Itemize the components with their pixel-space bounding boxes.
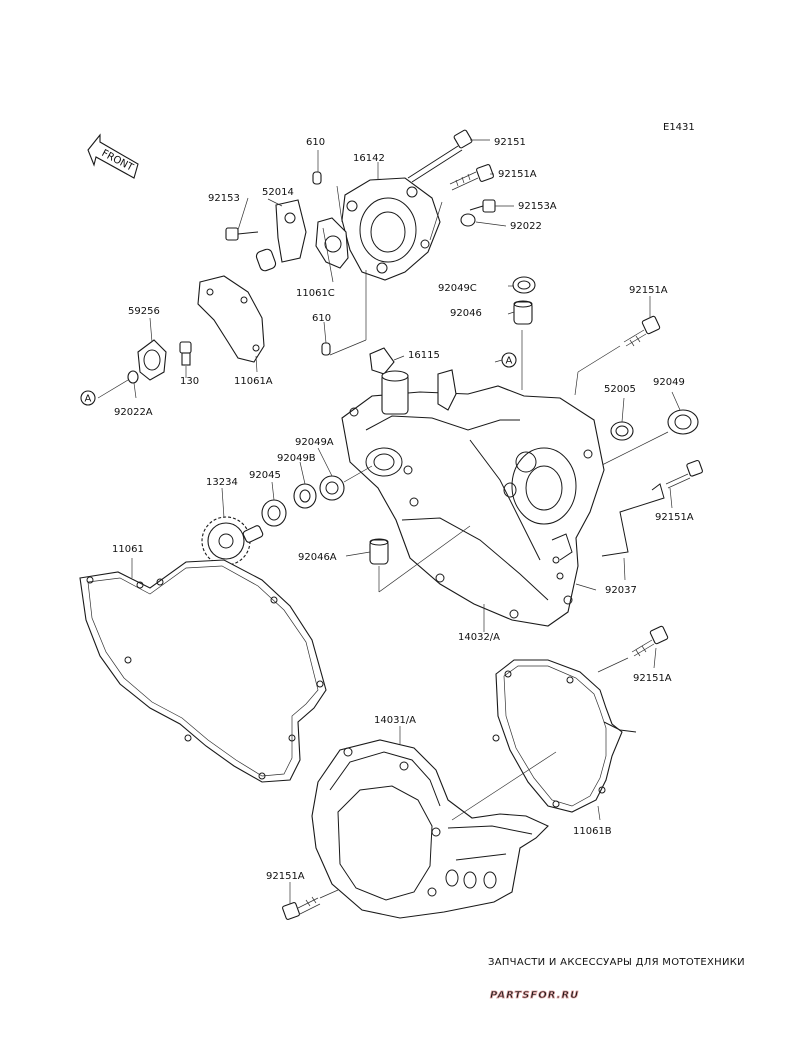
label-92045: 92045 — [249, 470, 281, 481]
reference-marker-a-right: A — [501, 352, 517, 368]
water-pump-cover-part — [341, 177, 441, 281]
oil-seal-92049-part — [667, 409, 699, 435]
bearing-92045-part — [261, 499, 287, 527]
leader-lines-impeller — [97, 317, 187, 399]
label-92151a-3: 92151A — [655, 512, 694, 523]
gasket-11061-part — [79, 559, 327, 783]
label-92153: 92153 — [208, 193, 240, 204]
leader-lines-shaft — [221, 447, 333, 519]
gasket-11061b-holes — [492, 670, 606, 808]
bolt-92153a-part — [469, 199, 496, 213]
washer-92022a-part — [127, 370, 139, 384]
clip-92037-part — [601, 483, 665, 557]
label-11061a: 11061A — [234, 376, 273, 387]
label-92046: 92046 — [450, 308, 482, 319]
label-11061c: 11061C — [296, 288, 335, 299]
label-92151a-5: 92151A — [266, 871, 305, 882]
bolt-92151a-upper-right-part — [623, 315, 661, 347]
label-92037: 92037 — [605, 585, 637, 596]
label-92153a: 92153A — [518, 201, 557, 212]
part-labels: 92151 610 16142 92151A 92153 52014 92153… — [112, 137, 694, 882]
gear-13234-part — [201, 516, 264, 566]
front-direction-arrow-icon: FRONT — [87, 133, 139, 179]
svg-text:A: A — [85, 394, 92, 405]
seal-52005-part — [610, 421, 634, 441]
label-610-top: 610 — [306, 137, 325, 148]
reference-marker-a-left: A — [80, 390, 96, 406]
label-92151a-4: 92151A — [633, 673, 672, 684]
gasket-11061a-part — [197, 275, 265, 363]
bolt-92151a-lower-right-part — [631, 625, 669, 657]
dowel-pin-upper-part — [312, 171, 322, 185]
bolt-92151a-mid-right-part — [665, 459, 703, 489]
label-92049: 92049 — [653, 377, 685, 388]
long-bolt-92151-part — [407, 129, 473, 183]
label-92022a: 92022A — [114, 407, 153, 418]
impeller-59256-part — [137, 339, 167, 381]
plug-16115-part — [369, 347, 395, 375]
label-16142: 16142 — [353, 153, 385, 164]
dowel-pin-lower-part — [321, 342, 331, 356]
svg-text:A: A — [506, 356, 513, 367]
label-92049c: 92049C — [438, 283, 477, 294]
label-16115: 16115 — [408, 350, 440, 361]
label-14032a: 14032/A — [458, 632, 500, 643]
label-11061: 11061 — [112, 544, 144, 555]
label-92151a-2: 92151A — [629, 285, 668, 296]
oil-seal-92049c-part — [512, 276, 536, 294]
label-92049a: 92049A — [295, 437, 334, 448]
label-13234: 13234 — [206, 477, 238, 488]
crankcase-cover-14032a-part — [341, 369, 605, 627]
leader-lines-top — [237, 139, 514, 356]
gasket-11061b-part — [495, 659, 623, 813]
seal-92049b-part — [293, 483, 317, 509]
label-92049b: 92049B — [277, 453, 316, 464]
label-610-bottom: 610 — [312, 313, 331, 324]
watermark-tagline: ЗАПЧАСТИ И АКСЕССУАРЫ ДЛЯ МОТОТЕХНИКИ — [488, 957, 745, 968]
label-52014: 52014 — [262, 187, 294, 198]
oil-seal-92049a-part — [319, 475, 345, 501]
bolt-130-part — [179, 341, 192, 366]
label-59256: 59256 — [128, 306, 160, 317]
label-52005: 52005 — [604, 384, 636, 395]
washer-92022-part — [460, 213, 476, 227]
label-14031a: 14031/A — [374, 715, 416, 726]
watermark: ЗАПЧАСТИ И АКСЕССУАРЫ ДЛЯ МОТОТЕХНИКИ PA… — [488, 957, 745, 1001]
bolt-92153-part — [225, 227, 259, 241]
label-11061b: 11061B — [573, 826, 612, 837]
label-92151a-1: 92151A — [498, 169, 537, 180]
gasket-11061c-part — [315, 217, 349, 269]
diagram-code: E1431 — [663, 122, 695, 133]
bolt-92151a-bottom-left-part — [282, 896, 321, 920]
gasket-11061-holes — [86, 576, 324, 780]
label-130: 130 — [180, 376, 199, 387]
collar-92046a-part — [369, 538, 389, 565]
water-pipe-52014-part — [255, 199, 307, 272]
collar-92046-part — [513, 300, 533, 325]
bolt-92151a-top-part — [449, 164, 494, 191]
label-92022: 92022 — [510, 221, 542, 232]
label-92046a: 92046A — [298, 552, 337, 563]
watermark-logo: PARTSFOR.RU — [490, 990, 579, 1001]
generator-cover-14031a-part — [311, 739, 549, 919]
label-92151: 92151 — [494, 137, 526, 148]
